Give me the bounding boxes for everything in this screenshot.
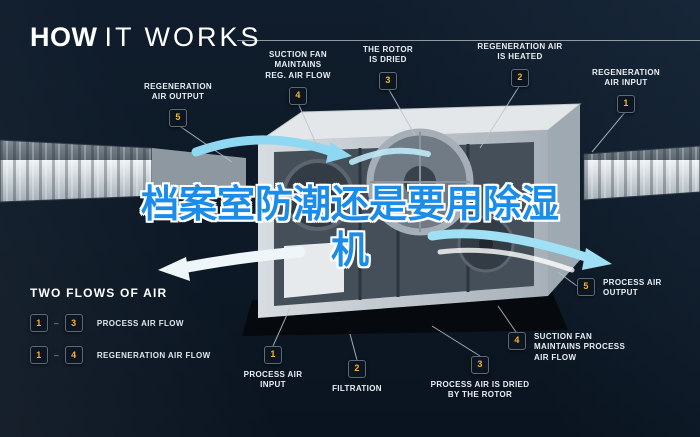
callout-label: REGENERATION AIR IS HEATED	[477, 42, 563, 62]
title-light: IT WORKS	[104, 22, 262, 52]
callout-reg-air-heated: REGENERATION AIR IS HEATED 2	[470, 42, 570, 87]
legend-badge-1: 1	[30, 314, 48, 332]
callout-badge-2: 2	[348, 360, 366, 378]
legend-badge-3: 3	[64, 314, 83, 332]
callout-label: PROCESS AIR OUTPUT	[603, 278, 662, 298]
title-rule-line	[237, 40, 700, 41]
callout-process-air-input: 1 PROCESS AIR INPUT	[237, 346, 309, 391]
callout-badge-4: 4	[289, 87, 307, 106]
callout-label: SUCTION FAN MAINTAINS PROCESS AIR FLOW	[534, 332, 626, 362]
callout-label: THE ROTOR IS DRIED	[362, 45, 414, 65]
callout-badge-3: 3	[379, 71, 397, 90]
callout-badge-4: 4	[508, 332, 526, 350]
callout-label: PROCESS AIR IS DRIED BY THE ROTOR	[430, 380, 530, 400]
callout-filtration: 2 FILTRATION	[322, 360, 392, 394]
legend-row-process: 1 – 3 PROCESS AIR FLOW	[30, 314, 211, 332]
legend-label: REGENERATION AIR FLOW	[96, 350, 211, 360]
left-fan	[282, 159, 354, 231]
callout-badge-1: 1	[617, 94, 635, 113]
leader-lines	[177, 84, 627, 361]
legend-row-regeneration: 1 – 4 REGENERATION AIR FLOW	[30, 346, 211, 364]
desiccant-rotor	[366, 128, 474, 236]
legend-two-flows: TWO FLOWS OF AIR 1 – 3 PROCESS AIR FLOW …	[30, 286, 211, 378]
chinese-overlay-line1: 档案室防潮还是要用除湿	[140, 184, 559, 226]
duct-left	[0, 139, 246, 203]
legend-heading: TWO FLOWS OF AIR	[30, 286, 168, 300]
callout-process-air-output: 5 PROCESS AIR OUTPUT	[577, 278, 669, 299]
duct-right	[583, 145, 700, 201]
legend-label: PROCESS AIR FLOW	[96, 318, 184, 328]
callout-label: PROCESS AIR INPUT	[243, 370, 303, 390]
callout-label: REGENERATION AIR INPUT	[591, 68, 661, 88]
callout-badge-3: 3	[471, 356, 489, 374]
chinese-overlay-text: 档案室防潮还是要用除湿 机	[50, 183, 650, 274]
chinese-overlay-line2: 机	[330, 229, 369, 272]
callout-rotor-is-dried: THE ROTOR IS DRIED 3	[352, 45, 424, 90]
callout-badge-5: 5	[169, 108, 187, 127]
title-bold: HOW	[30, 22, 98, 52]
machine-body	[256, 103, 582, 318]
callout-label: REGENERATION AIR OUTPUT	[143, 82, 213, 102]
callout-label: FILTRATION	[332, 384, 382, 393]
callout-process-air-dried: 3 PROCESS AIR IS DRIED BY THE ROTOR	[415, 356, 545, 401]
callout-badge-5: 5	[577, 278, 595, 296]
callout-regeneration-air-input: REGENERATION AIR INPUT 1	[580, 68, 672, 113]
callout-badge-2: 2	[511, 68, 529, 87]
callout-suction-fan-process: 4 SUCTION FAN MAINTAINS PROCESS AIR FLOW	[508, 332, 638, 363]
legend-badge-1: 1	[30, 346, 48, 364]
air-flow-arrows	[158, 135, 612, 281]
callout-label: SUCTION FAN MAINTAINS REG. AIR FLOW	[265, 50, 331, 80]
callout-regeneration-air-output: REGENERATION AIR OUTPUT 5	[136, 82, 220, 127]
legend-dash: –	[54, 350, 59, 360]
legend-badge-4: 4	[64, 346, 83, 364]
callout-suction-fan-reg: SUCTION FAN MAINTAINS REG. AIR FLOW 4	[253, 50, 343, 106]
callout-badge-1: 1	[264, 346, 282, 364]
legend-dash: –	[54, 318, 59, 328]
